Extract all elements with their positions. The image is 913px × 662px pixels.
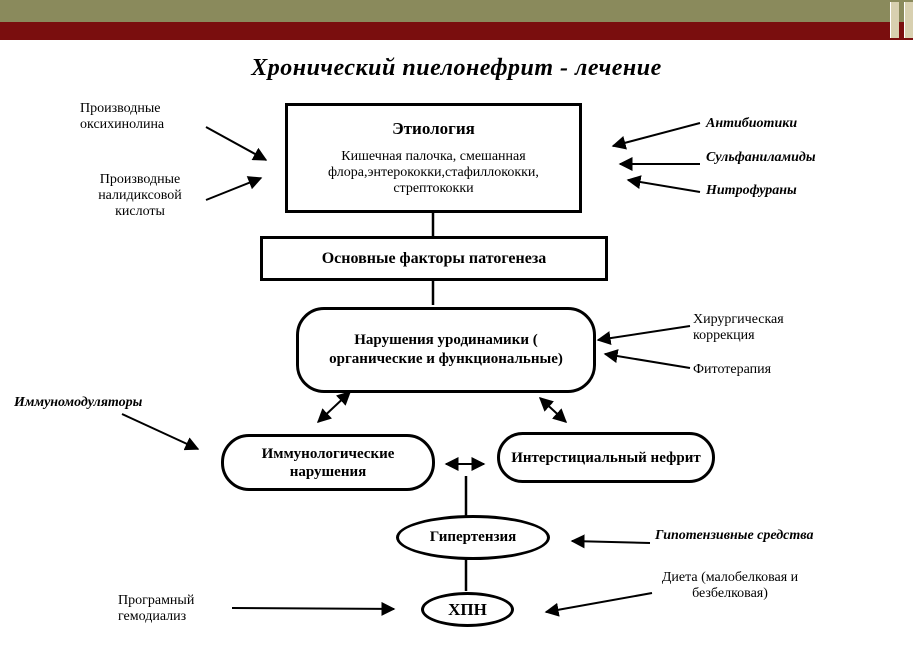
hypertension-box: Гипертензия [396, 515, 550, 560]
arrow-urodynamics-immune [316, 391, 352, 423]
label-oxyquinoline: Производные оксихинолина [80, 101, 165, 132]
label-sulfonamides: Сульфаниламиды [706, 150, 816, 165]
label-antihypertensive: Гипотензивные средства [655, 528, 814, 543]
label-diet: Диета (малобелковая и безбелковая) [661, 570, 799, 601]
label-phytotherapy: Фитотерапия [693, 362, 772, 377]
arrow-antihypertensive [570, 534, 651, 549]
header-bar [0, 0, 913, 42]
label-nitrofurans: Нитрофураны [706, 183, 797, 198]
arrow-surgery [596, 325, 691, 346]
arrow-antibiotics [611, 122, 701, 150]
etiology-body: Кишечная палочка, смешанная флора,энтеро… [328, 149, 539, 196]
diagram-title: Хронический пиелонефрит - лечение [251, 55, 662, 81]
label-hemodialysis: Програмный гемодиализ [118, 593, 195, 624]
arrow-oxyquinoline [205, 126, 268, 161]
urodynamics-box: Нарушения уродинамики ( органические и ф… [296, 307, 596, 393]
arrow-immunomodulators [121, 413, 200, 451]
label-immunomodulators: Иммуномодуляторы [14, 395, 143, 410]
label-surgery: Хирургическая коррекция [693, 312, 784, 343]
arrow-urodynamics-nephritis [538, 397, 568, 423]
header-maroon-stripe [0, 22, 913, 40]
arrow-hemodialysis [231, 601, 396, 616]
interstitial-nephritis-box: Интерстициальный нефрит [497, 432, 715, 483]
immune-disorders-box: Иммунологические нарушения [221, 434, 435, 491]
arrow-phyto [603, 349, 691, 369]
etiology-box: Этиология Кишечная палочка, смешанная фл… [285, 103, 582, 213]
etiology-heading: Этиология [392, 119, 475, 138]
label-nalidixic: Производные налидиксовой кислоты [98, 172, 182, 219]
header-olive-stripe [0, 0, 913, 22]
header-corner-block [904, 2, 913, 38]
header-corner-block [890, 2, 899, 38]
label-antibiotics: Антибиотики [706, 116, 798, 131]
pathogenesis-box: Основные факторы патогенеза [260, 236, 608, 281]
arrow-diet [544, 592, 653, 617]
ckd-box: ХПН [421, 592, 514, 627]
arrow-nalidixic [205, 176, 263, 201]
arrow-nitrofurans [626, 175, 701, 193]
